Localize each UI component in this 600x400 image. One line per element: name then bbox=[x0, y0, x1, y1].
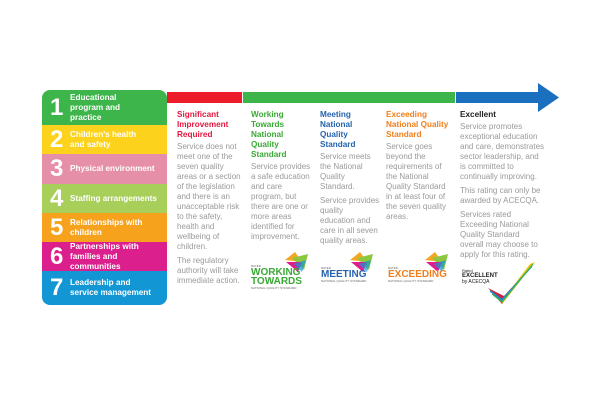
qa-label: Partnerships with families and communiti… bbox=[70, 241, 139, 271]
rating-desc: Service goes beyond the requirements of … bbox=[386, 142, 447, 221]
nqs-logo-icon bbox=[425, 252, 448, 272]
excellent-tick-icon bbox=[488, 262, 535, 304]
logo-name: EXCEEDING bbox=[388, 269, 447, 280]
logo-rated: RATED bbox=[321, 266, 331, 270]
quality-area-4: 4 Staffing arrangements bbox=[42, 184, 167, 213]
quality-area-5: 5 Relationships with children bbox=[42, 213, 167, 242]
rating-title: Exceeding National Quality Standard bbox=[386, 110, 449, 139]
quality-area-2: 2 Children's health and safety bbox=[42, 125, 167, 154]
rating-desc: Service provides quality education and c… bbox=[320, 196, 380, 245]
rating-title: Meeting National Quality Standard bbox=[320, 110, 356, 149]
rating-desc: Service provides a safe education and ca… bbox=[251, 162, 311, 241]
rating-desc: Services rated Exceeding National Qualit… bbox=[460, 210, 538, 259]
rating-bar-green bbox=[243, 92, 455, 103]
rating-desc: Service does not meet one of the seven q… bbox=[177, 142, 241, 251]
qa-number: 5 bbox=[50, 213, 64, 241]
qa-label: Leadership and service management bbox=[70, 278, 152, 297]
arrow-head-icon bbox=[538, 83, 559, 112]
logo-sub: NATIONAL QUALITY STANDARD bbox=[388, 279, 434, 283]
rating-bar-red bbox=[167, 92, 242, 103]
logo-sub: by ACECQA bbox=[462, 279, 490, 285]
qa-number: 2 bbox=[50, 125, 64, 153]
rating-desc: Service meets the National Quality Stand… bbox=[320, 152, 371, 191]
logo-rated: RATED bbox=[251, 264, 261, 268]
nqs-logo-icon bbox=[285, 252, 308, 272]
qa-number: 3 bbox=[50, 155, 64, 182]
rating-desc: This rating can only be awarded by ACECQ… bbox=[460, 186, 541, 205]
qa-number: 7 bbox=[50, 274, 64, 301]
qa-label: Staffing arrangements bbox=[70, 193, 157, 203]
logo-name: MEETING bbox=[321, 269, 367, 280]
qa-label: Children's health and safety bbox=[70, 129, 137, 149]
logo-sub: NATIONAL QUALITY STANDARD bbox=[321, 279, 367, 283]
rating-title: Significant Improvement Required bbox=[177, 110, 229, 139]
rating-meeting: Meeting National Quality Standard Servic… bbox=[320, 110, 380, 250]
qa-number: 4 bbox=[50, 184, 64, 212]
rating-desc: Service promotes exceptional education a… bbox=[460, 122, 545, 181]
qa-number: 6 bbox=[50, 242, 64, 270]
rating-title: Excellent bbox=[460, 110, 496, 119]
logo-sub: NATIONAL QUALITY STANDARD bbox=[251, 286, 297, 290]
logo-name: WORKING TOWARDS bbox=[251, 267, 302, 287]
rating-desc: The regulatory authority will take immed… bbox=[177, 256, 240, 285]
nqs-logo-icon bbox=[350, 252, 373, 272]
rating-bar-blue bbox=[456, 92, 542, 103]
quality-area-7: 7 Leadership and service management bbox=[42, 271, 167, 305]
quality-area-3: 3 Physical environment bbox=[42, 154, 167, 184]
rating-working-towards: Working Towards National Quality Standar… bbox=[251, 110, 313, 246]
logo-rated: Rated bbox=[462, 268, 473, 273]
qa-label: Physical environment bbox=[70, 164, 155, 173]
logo-rated: RATED bbox=[388, 266, 398, 270]
logo-name: EXCELLENT bbox=[462, 273, 498, 279]
rating-exceeding: Exceeding National Quality Standard Serv… bbox=[386, 110, 454, 226]
qa-label: Relationships with children bbox=[70, 217, 143, 237]
rating-title: Working Towards National Quality Standar… bbox=[251, 110, 287, 159]
rating-excellent: Excellent Service promotes exceptional e… bbox=[460, 110, 545, 264]
rating-significant-improvement: Significant Improvement Required Service… bbox=[177, 110, 245, 290]
qa-label: Educational program and practice bbox=[70, 92, 121, 122]
qa-number: 1 bbox=[50, 93, 64, 121]
